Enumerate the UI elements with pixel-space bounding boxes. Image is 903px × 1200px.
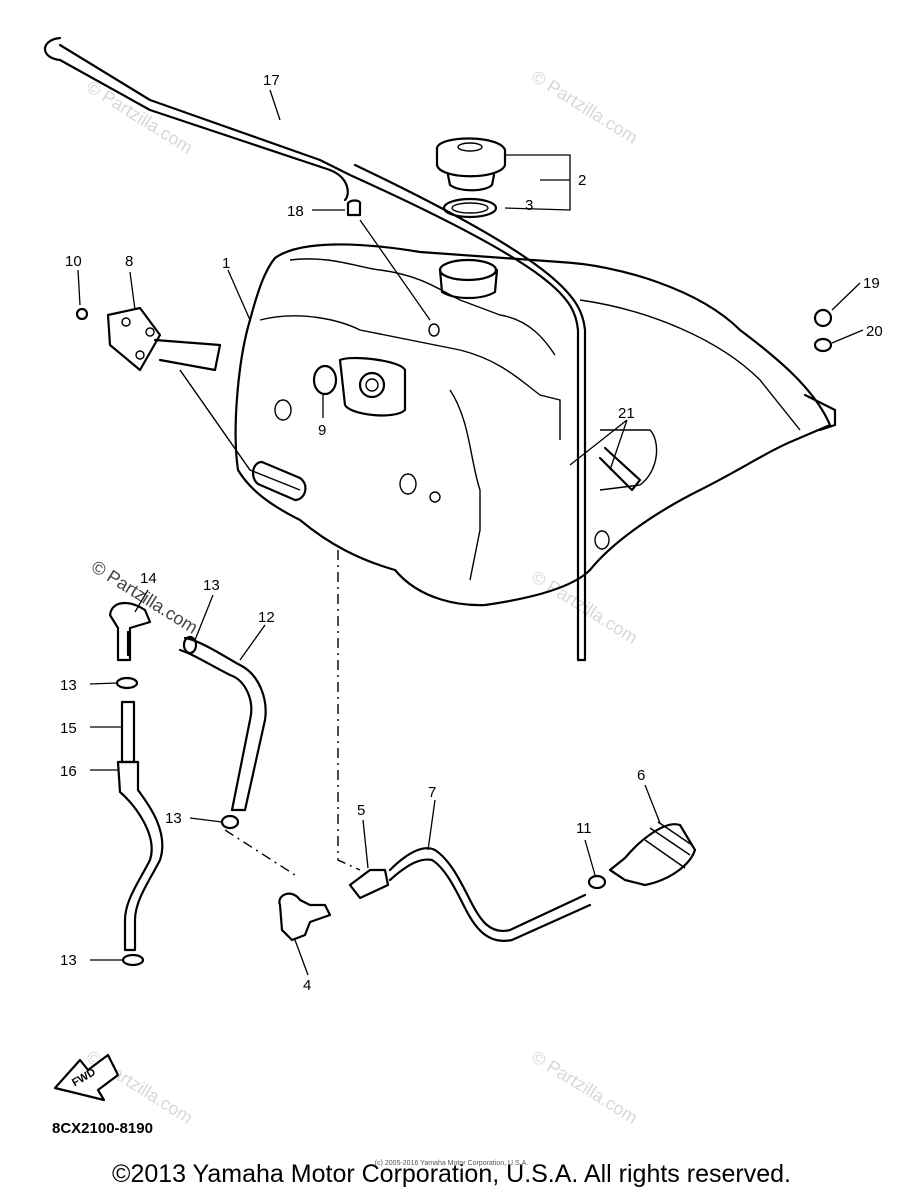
callout-18: 18 (287, 203, 304, 220)
diagram-code: 8CX2100-8190 (52, 1120, 153, 1137)
copyright-notice: ©2013 Yamaha Motor Corporation, U.S.A. A… (112, 1160, 791, 1188)
callout-19: 19 (863, 275, 880, 292)
callout-13: 13 (165, 810, 182, 827)
callout-15: 15 (60, 720, 77, 737)
fuel-tank (234, 243, 837, 607)
fuel-line (337, 550, 697, 942)
cap-gasket (442, 197, 498, 219)
nut-19 (813, 308, 833, 328)
watermarks: © Partzilla.com © Partzilla.com © Partzi… (83, 66, 641, 1127)
callout-2: 2 (578, 172, 586, 189)
callout-1: 1 (222, 255, 230, 272)
callout-16: 16 (60, 763, 77, 780)
callout-12: 12 (258, 609, 275, 626)
watermark: © Partzilla.com (88, 556, 201, 637)
callouts: 1 2 3 4 5 6 7 8 9 10 11 12 13 13 13 13 1… (60, 72, 883, 994)
callout-5: 5 (357, 802, 365, 819)
callout-3: 3 (525, 197, 533, 214)
watermark: © Partzilla.com (83, 76, 196, 157)
callout-21: 21 (618, 405, 635, 422)
callout-6: 6 (637, 767, 645, 784)
breather-hose (43, 36, 587, 662)
callout-10: 10 (65, 253, 82, 270)
callout-7: 7 (428, 784, 436, 801)
grommet-18 (346, 199, 362, 217)
callout-13: 13 (60, 677, 77, 694)
washer-20 (813, 337, 833, 353)
callout-11: 11 (576, 820, 592, 837)
callout-13: 13 (203, 577, 220, 594)
leader-lines (77, 89, 864, 976)
callout-13: 13 (60, 952, 77, 969)
watermark: © Partzilla.com (528, 66, 641, 147)
callout-14: 14 (140, 570, 157, 587)
small-copyright: (c) 2005-2016 Yamaha Motor Corporation, … (374, 1160, 529, 1167)
callout-20: 20 (866, 323, 883, 340)
fuel-cap (435, 137, 507, 192)
callout-9: 9 (318, 422, 326, 439)
tube-21 (598, 446, 642, 492)
fwd-arrow: FWD (53, 1053, 120, 1102)
fuel-sender (75, 306, 301, 491)
callout-4: 4 (303, 977, 311, 994)
callout-8: 8 (125, 253, 133, 270)
callout-17: 17 (263, 72, 280, 89)
watermark: © Partzilla.com (528, 1046, 641, 1127)
fuel-cock-assembly (108, 602, 332, 967)
